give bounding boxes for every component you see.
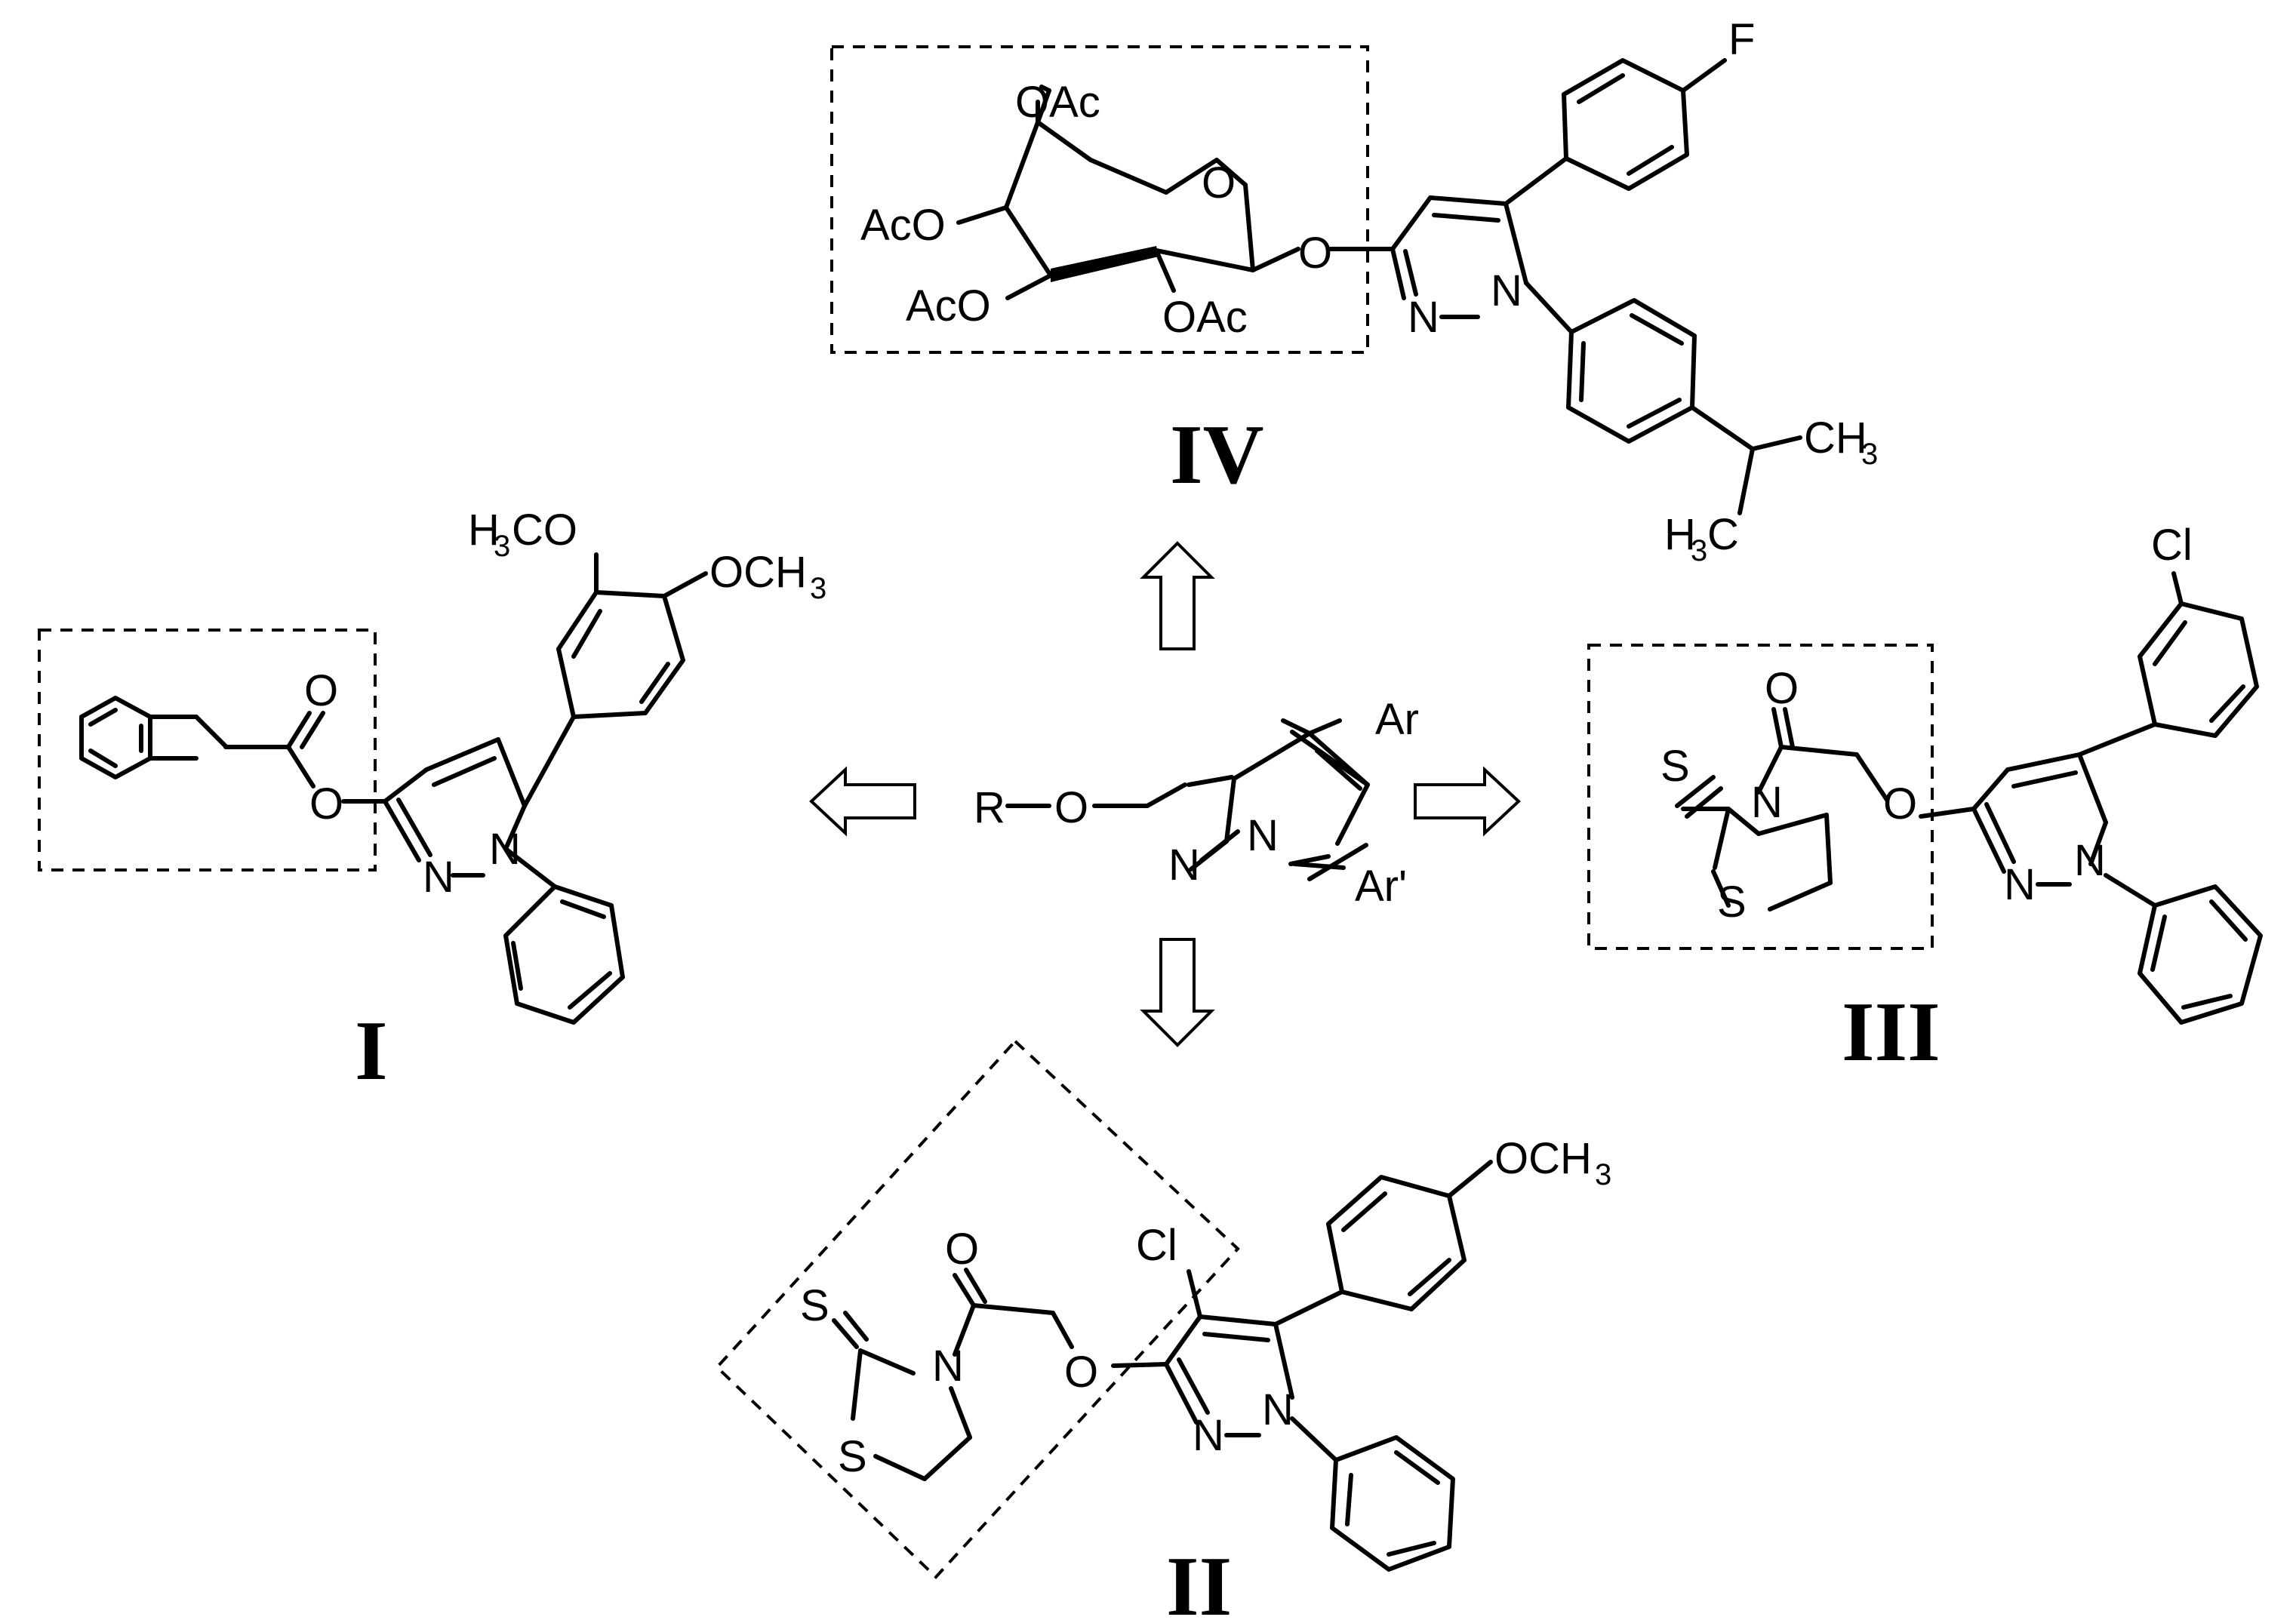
arrow-right xyxy=(1414,766,1521,837)
IV-aco-2: AcO xyxy=(906,281,991,330)
IV-aco-1: AcO xyxy=(860,201,946,250)
arrow-down xyxy=(1140,938,1215,1047)
IV-oac-bottom: OAc xyxy=(1162,293,1248,342)
III-carbonyl-o: O xyxy=(1765,664,1799,713)
compound-II: S N S O O N N Cl OCH 3 II xyxy=(715,1039,1611,1620)
IV-ch3-sub: 3 xyxy=(1861,438,1878,471)
IV-h3c-sub: 3 xyxy=(1691,534,1707,567)
III-n1: N xyxy=(2074,836,2106,885)
II-och3-sub: 3 xyxy=(1595,1158,1611,1191)
IV-h3c-head: H xyxy=(1664,510,1696,559)
III-ether-o: O xyxy=(1883,779,1917,828)
II-ring-s: S xyxy=(838,1432,867,1481)
compound-label-II: II xyxy=(1166,1540,1232,1620)
III-ring-s: S xyxy=(1717,878,1747,927)
III-thione-s: S xyxy=(1660,742,1690,791)
I-och3-head: OCH xyxy=(709,548,807,597)
IV-ch3-head: CH xyxy=(1804,413,1867,463)
core-r-label: R xyxy=(974,783,1005,832)
II-carbonyl-o: O xyxy=(945,1225,979,1274)
dashed-box-II xyxy=(715,1039,1240,1579)
core-structure: R O Ar Ar' N N xyxy=(974,695,1419,911)
core-n1-label: N xyxy=(1247,811,1279,860)
II-n: N xyxy=(932,1342,964,1391)
dashed-box-III xyxy=(1587,644,1934,950)
II-ether-o: O xyxy=(1064,1348,1098,1397)
II-och3-head: OCH xyxy=(1494,1134,1592,1183)
arrow-up xyxy=(1140,541,1215,650)
core-n2-label: N xyxy=(1168,841,1200,890)
I-och3-sub: 3 xyxy=(810,572,826,605)
II-n1: N xyxy=(1262,1385,1294,1434)
compound-label-III: III xyxy=(1842,985,1941,1079)
compound-III: S N S O O N N Cl III xyxy=(1587,521,2263,1079)
III-n: N xyxy=(1751,778,1783,827)
IV-n1: N xyxy=(1491,266,1522,315)
III-n2: N xyxy=(2004,860,2036,909)
II-thione-s: S xyxy=(800,1281,829,1330)
I-h3co-tail: CO xyxy=(512,506,577,555)
IV-f: F xyxy=(1728,15,1755,64)
II-n2: N xyxy=(1193,1411,1224,1460)
core-ar-prime-label: Ar' xyxy=(1355,862,1407,911)
IV-h3c-tail: C xyxy=(1707,510,1739,559)
I-h3co-h: H xyxy=(468,506,500,555)
IV-n2: N xyxy=(1408,293,1439,342)
dashed-box-IV xyxy=(830,45,1369,354)
IV-ring-o: O xyxy=(1202,158,1236,207)
core-o-label: O xyxy=(1054,783,1088,832)
compound-I: O O N N H 3 CO OCH 3 I xyxy=(38,506,826,1098)
core-ar-label: Ar xyxy=(1375,695,1419,744)
compound-IV: OAc AcO AcO OAc O O N N F CH 3 H 3 xyxy=(830,15,1878,567)
dashed-box-I xyxy=(38,629,377,871)
I-h3co-sub: 3 xyxy=(494,530,510,563)
II-cl: Cl xyxy=(1136,1221,1177,1270)
I-ester-o: O xyxy=(309,779,343,828)
compound-label-IV: IV xyxy=(1170,408,1263,502)
I-carbonyl-o: O xyxy=(304,666,338,715)
arrow-left xyxy=(809,766,916,837)
III-cl: Cl xyxy=(2151,521,2193,570)
I-n2: N xyxy=(423,853,454,902)
IV-oac-top: OAc xyxy=(1015,78,1100,127)
IV-glyco-o: O xyxy=(1298,229,1332,278)
compound-label-I: I xyxy=(355,1004,388,1098)
